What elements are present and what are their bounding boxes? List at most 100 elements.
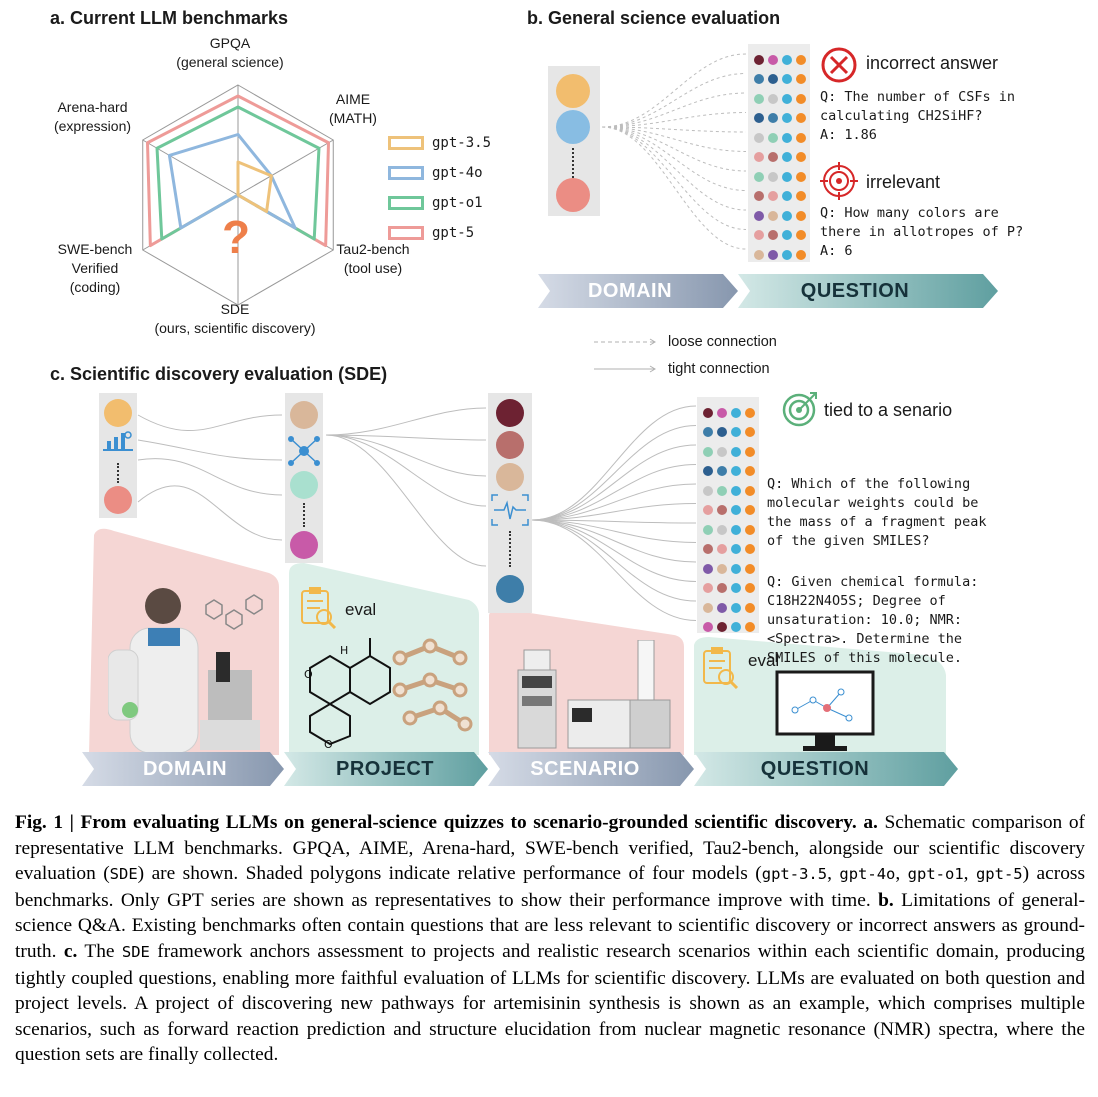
axis-label-gpqa: GPQA(general science) — [176, 35, 284, 70]
question-dot — [703, 446, 713, 457]
tight-connection-line — [137, 458, 283, 496]
question-dot-row — [703, 481, 759, 501]
question-dot — [717, 524, 727, 535]
caption-text: framework anchors assessment to projects… — [15, 940, 1085, 1066]
tight-connection-line — [137, 485, 283, 541]
question-dot — [796, 132, 806, 143]
question-dot — [796, 113, 806, 124]
loose-connection-line — [601, 126, 747, 133]
project-dot — [290, 531, 318, 559]
question-dot — [745, 505, 755, 516]
question-dot — [768, 191, 778, 202]
question-dot — [782, 191, 792, 202]
tight-connections — [137, 405, 697, 621]
question-dot-row — [703, 462, 759, 482]
question-dot — [796, 191, 806, 202]
question-text-c2: Q: Given chemical formula:C18H22N4O5S; D… — [767, 574, 979, 666]
loose-connections — [601, 53, 747, 250]
caption-text: Limitations of general-science Q&A. Exis… — [15, 889, 1085, 962]
question-dot — [731, 583, 741, 594]
scenario-column-c — [488, 393, 532, 613]
project-dot — [290, 471, 318, 499]
question-dot — [754, 54, 764, 65]
question-dot — [731, 485, 741, 496]
eval-label-1: eval — [345, 600, 377, 619]
question-bar-c: QUESTION — [760, 757, 870, 780]
question-dot — [717, 622, 727, 633]
question-dot-row — [754, 167, 810, 187]
domain-column-c — [99, 393, 137, 518]
question-column-c — [697, 397, 759, 633]
tight-connection-line — [531, 519, 697, 524]
question-dot-row — [754, 206, 810, 226]
question-dot-row — [703, 520, 759, 540]
question-dot — [782, 113, 792, 124]
question-dot — [717, 544, 727, 555]
question-dot — [731, 544, 741, 555]
question-dot — [768, 152, 778, 163]
arrow-bars-c — [82, 752, 958, 786]
tight-connection-line — [531, 519, 697, 563]
loose-connection-line — [601, 126, 747, 172]
question-dot — [782, 152, 792, 163]
question-dot — [745, 583, 755, 594]
scenario-bar-c: SCENARIO — [530, 757, 640, 780]
question-dot — [754, 93, 764, 104]
question-dot — [745, 446, 755, 457]
question-dot — [782, 249, 792, 260]
question-dot — [754, 152, 764, 163]
caption-code: gpt-5 — [975, 865, 1023, 884]
project-dot — [290, 401, 318, 429]
question-dot — [768, 54, 778, 65]
question-dot — [703, 427, 713, 438]
legend-item: gpt-o1 — [388, 188, 491, 218]
question-dot-row — [703, 403, 759, 423]
domain-bar-b: DOMAIN — [587, 279, 673, 302]
question-dot-row — [754, 50, 810, 70]
radar-axis — [237, 139, 334, 196]
loose-connection-label: loose connection — [668, 334, 777, 350]
question-dot — [768, 132, 778, 143]
tight-connection-line — [531, 464, 697, 521]
question-dot — [731, 427, 741, 438]
figure-caption: Fig. 1 | From evaluating LLMs on general… — [15, 812, 1085, 1066]
question-dot — [745, 485, 755, 496]
caption-code: SDE — [109, 865, 138, 884]
question-dot — [754, 171, 764, 182]
question-dot-row — [703, 598, 759, 618]
domain-bar-c: DOMAIN — [142, 757, 228, 780]
tight-connection-line — [325, 434, 487, 567]
svg-text:O: O — [304, 668, 313, 681]
question-dot — [717, 563, 727, 574]
question-dot-row — [754, 109, 810, 129]
question-dot-row — [703, 540, 759, 560]
tight-connection-line — [325, 434, 487, 441]
question-dot — [745, 602, 755, 613]
question-dot — [768, 210, 778, 221]
caption-text: ) across benchmarks. Only GPT series are… — [15, 863, 1085, 911]
question-dot — [796, 93, 806, 104]
ellipsis-icon — [572, 148, 574, 178]
loose-connection-line — [601, 126, 747, 191]
question-dot — [745, 622, 755, 633]
question-dot — [768, 249, 778, 260]
tight-connection-line — [531, 405, 697, 521]
arrow-bars-b — [538, 274, 998, 308]
question-dot — [782, 74, 792, 85]
project-bar-c: PROJECT — [336, 757, 434, 780]
tied-label: tied to a senario — [824, 400, 953, 420]
ellipsis-icon — [509, 531, 511, 567]
question-dot-row — [703, 501, 759, 521]
caption-c: c. — [63, 940, 78, 962]
project-column-c — [285, 393, 323, 563]
question-dot — [768, 230, 778, 241]
caption-code: gpt-3.5 — [761, 865, 828, 884]
caption-text: Schematic comparison of representative L… — [15, 812, 1085, 885]
question-dot — [745, 524, 755, 535]
legend-item: gpt-5 — [388, 218, 491, 248]
question-dot — [731, 524, 741, 535]
question-dot — [754, 113, 764, 124]
question-dot — [731, 602, 741, 613]
